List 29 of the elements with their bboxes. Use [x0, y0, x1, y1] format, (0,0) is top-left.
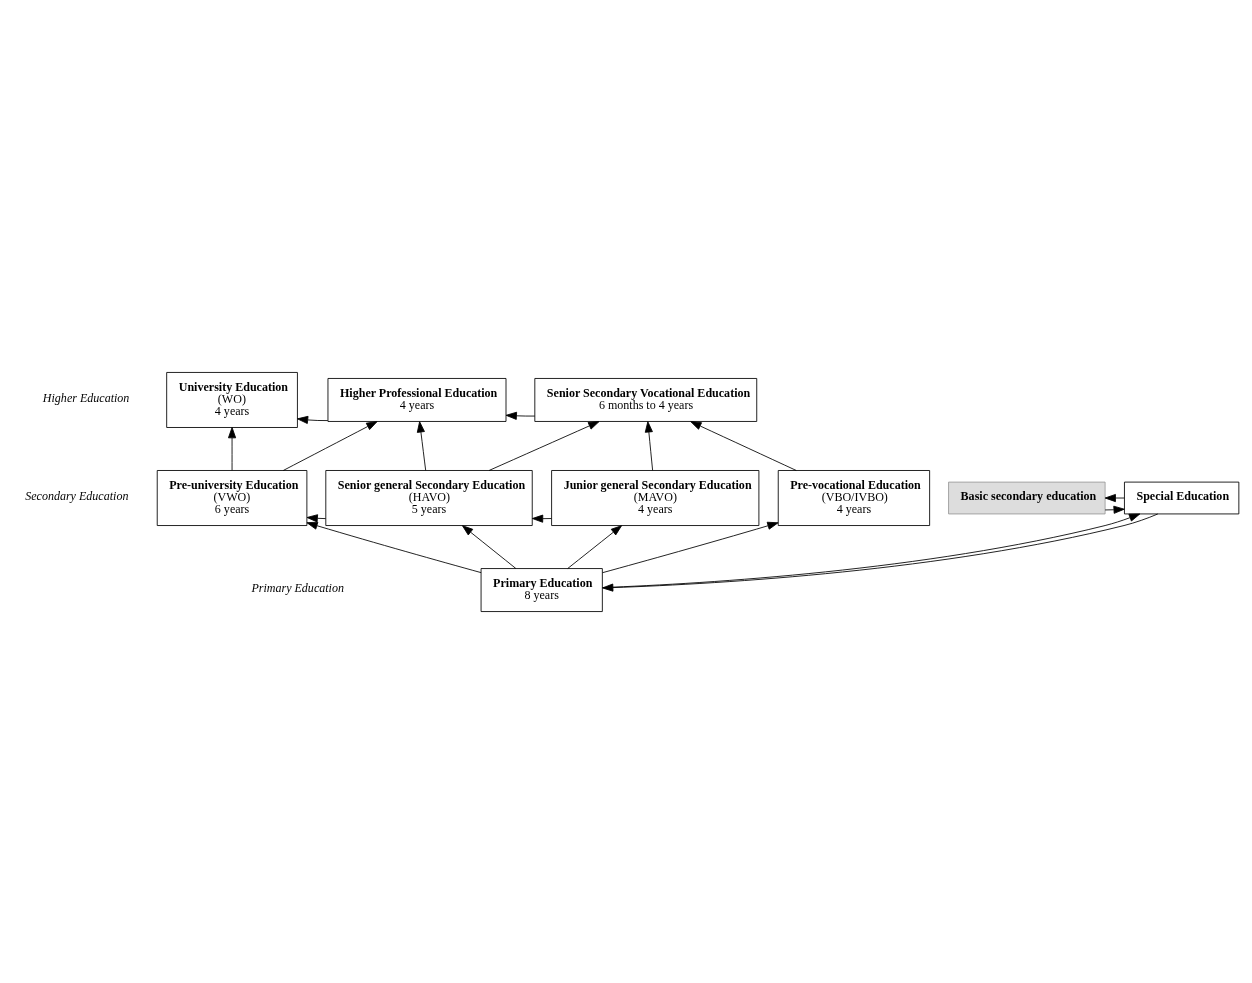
node-box: Pre-vocational Education (VBO/IVBO) 4 years	[777, 469, 931, 526]
arrow	[297, 415, 329, 424]
arrow	[602, 521, 779, 573]
node-box: University Education (WO) 4 years	[166, 371, 298, 428]
arrow	[1104, 493, 1125, 502]
arrow	[532, 514, 552, 523]
arrow	[567, 524, 622, 569]
node-box: Senior general Secondary Education (HAVO) 5 years	[325, 469, 533, 526]
arrow	[416, 420, 427, 471]
label: Primary Education	[251, 580, 344, 595]
arrow	[462, 524, 517, 569]
label: Higher Education	[42, 390, 130, 405]
node-box: Junior general Secondary Education (MAVO) 4 years	[551, 469, 760, 526]
arrow	[690, 420, 797, 471]
arrow	[488, 420, 600, 471]
node-box: Senior Secondary Vocational Education 6 months to 4 years	[534, 377, 758, 422]
arrow	[505, 411, 536, 420]
arrow	[282, 420, 378, 471]
node-box: Basic secondary education	[948, 481, 1106, 514]
label: Secondary Education	[25, 488, 129, 503]
node-box: Higher Professional Education 4 years	[327, 377, 507, 422]
node-box: Pre-university Education (VWO) 6 years	[156, 469, 308, 526]
node-box: Primary Education 8 years	[480, 567, 603, 612]
arrow	[228, 426, 237, 471]
arrow	[1104, 505, 1125, 514]
arrow	[306, 521, 482, 573]
arrow	[644, 420, 654, 471]
node-box: Special Education	[1124, 481, 1240, 514]
arrow	[306, 513, 327, 522]
